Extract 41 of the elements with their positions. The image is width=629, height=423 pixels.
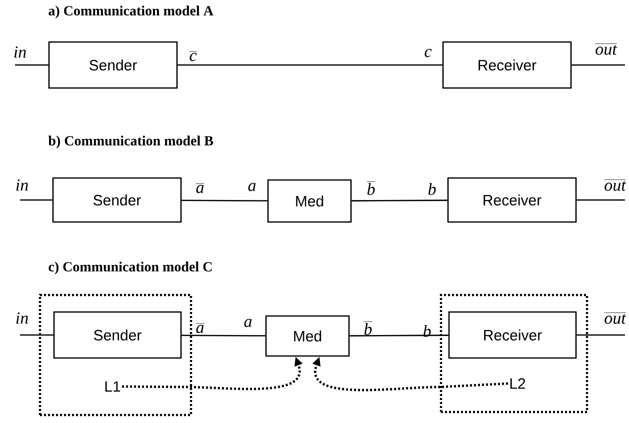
edge-label: out — [604, 312, 626, 324]
process-box: Med — [267, 179, 352, 223]
process-box: Sender — [53, 311, 182, 359]
port-label: b — [366, 181, 376, 195]
edge-label: out — [594, 44, 618, 55]
port-label: c — [424, 48, 432, 58]
connection-line — [182, 200, 268, 202]
port-label: a — [196, 323, 204, 334]
connection-line — [352, 200, 448, 202]
process-box: Receiver — [448, 311, 577, 359]
edge-label: out — [604, 180, 626, 191]
connection-line — [182, 334, 266, 336]
dotted-region — [38, 294, 192, 416]
port-label: b — [364, 321, 372, 335]
panel-title: b) Communication model B — [48, 136, 214, 148]
port-label: a — [196, 183, 204, 194]
edge-label: in — [14, 46, 26, 58]
connection-line — [20, 334, 54, 336]
port-label: b — [428, 183, 436, 195]
port-label: a — [244, 318, 252, 328]
panel-title: c) Communication model C — [48, 262, 212, 274]
layer-label: L2 — [510, 378, 526, 389]
connection-line — [178, 64, 442, 66]
connection-line — [576, 334, 625, 336]
connection-line — [572, 64, 625, 66]
port-label: a — [248, 182, 256, 192]
connection-line — [576, 199, 625, 201]
panel-title: a) Communication model A — [48, 6, 214, 18]
connection-line — [20, 199, 52, 201]
edge-label: in — [16, 179, 28, 191]
process-box: Receiver — [447, 177, 577, 223]
layer-label: L1 — [105, 381, 120, 392]
connection-line — [350, 334, 448, 336]
port-label: c — [189, 51, 197, 62]
process-box: Sender — [52, 177, 182, 223]
edge-label: in — [16, 312, 28, 324]
dotted-region — [440, 294, 588, 414]
process-box: Receiver — [442, 41, 572, 89]
process-box: Med — [265, 315, 350, 357]
process-box: Sender — [48, 41, 178, 89]
connection-line — [15, 64, 48, 66]
